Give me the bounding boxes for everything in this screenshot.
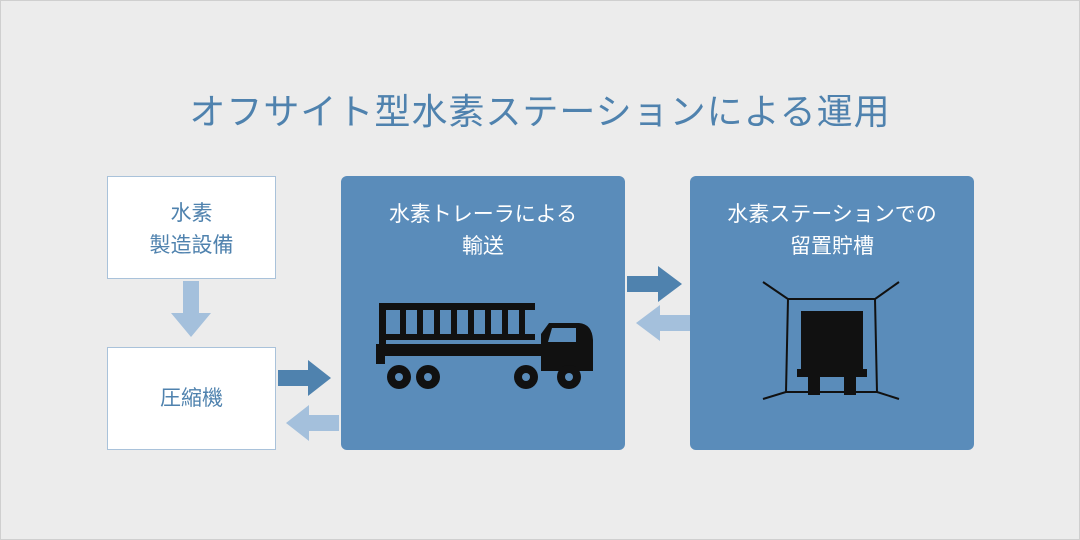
left-arrow-icon (636, 305, 690, 341)
compressor-box: 圧縮機 (107, 347, 276, 450)
storage-label-line1: 水素ステーションでの (727, 202, 937, 226)
truck-window-icon (395, 328, 576, 381)
parked-trailer-icon (762, 281, 900, 400)
trailer-transport-box: 水素トレーラによる 輸送 (341, 176, 625, 450)
compressor-label: 圧縮機 (160, 386, 223, 410)
storage-label-line2: 留置貯槽 (790, 234, 874, 258)
right-arrow-icon (627, 266, 682, 302)
down-arrow-icon (171, 281, 211, 337)
truck-trailer-icon (376, 303, 593, 389)
trailer-label-line1: 水素トレーラによる (388, 202, 578, 226)
right-arrow-icon (278, 360, 331, 396)
left-arrow-icon (286, 405, 339, 441)
production-label-line2: 製造設備 (149, 233, 234, 257)
production-label-line1: 水素 (170, 201, 213, 225)
hydrogen-production-box: 水素 製造設備 (107, 176, 276, 279)
diagram-title: オフサイト型水素ステーションによる運用 (189, 92, 891, 133)
trailer-label-line2: 輸送 (462, 234, 504, 258)
